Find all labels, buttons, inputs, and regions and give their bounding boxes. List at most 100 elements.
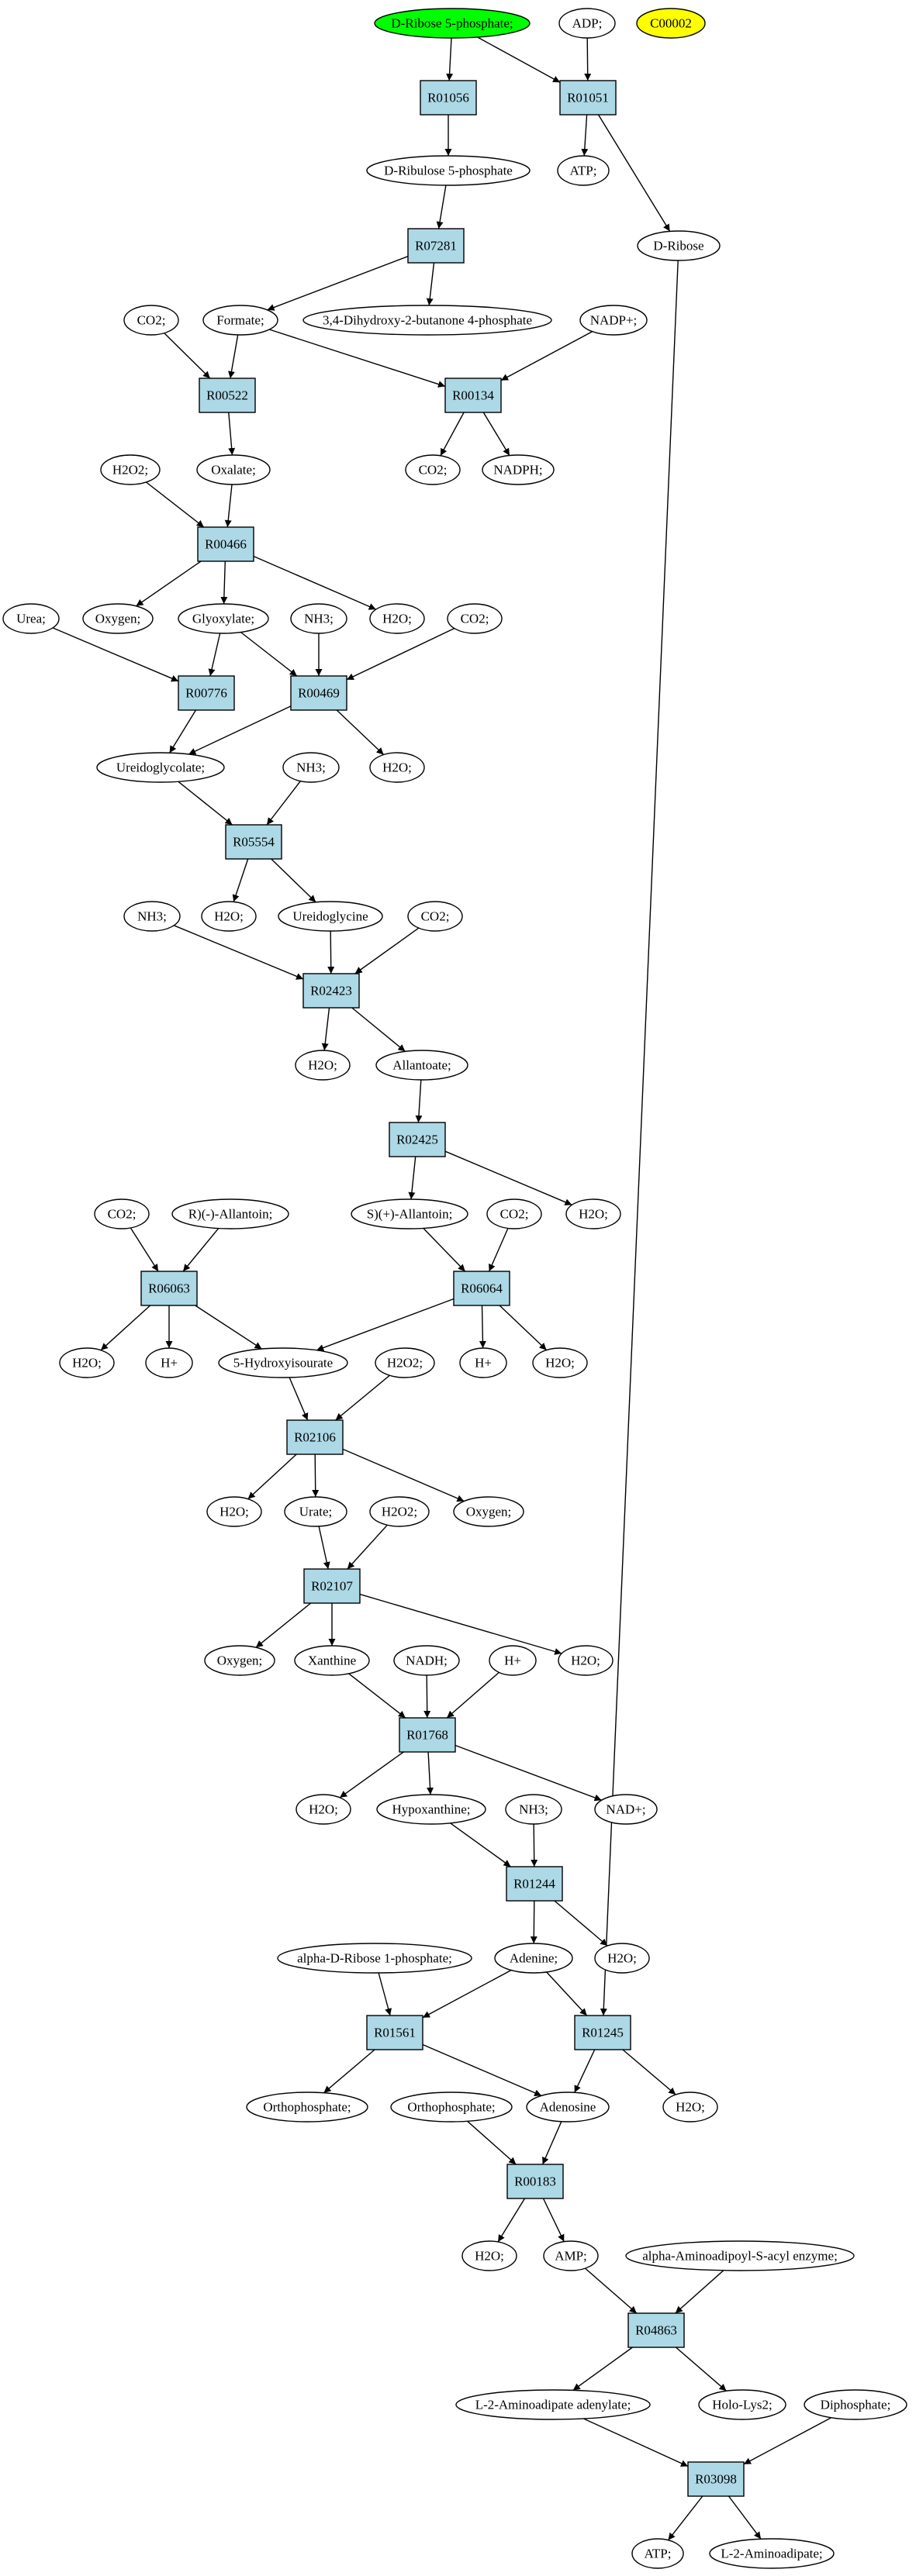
- compound-node-n_hydroxyisourate[interactable]: 5-Hydroxyisourate: [218, 1347, 348, 1378]
- compound-node-n_h2o2_a[interactable]: H2O2;: [100, 454, 161, 485]
- compound-ellipse: [637, 230, 721, 261]
- compound-node-n_ortho_a[interactable]: Orthophosphate;: [246, 2091, 368, 2123]
- compound-node-n_nadplus[interactable]: NAD+;: [594, 1794, 658, 1825]
- reaction-node-r_R01768[interactable]: R01768: [399, 1717, 456, 1753]
- compound-node-n_dribose[interactable]: D-Ribose: [637, 230, 721, 261]
- reaction-node-r_R01051[interactable]: R01051: [559, 80, 617, 116]
- compound-node-n_urea[interactable]: Urea;: [2, 603, 60, 634]
- node-label: R04863: [635, 2323, 677, 2338]
- node-label: ATP;: [645, 2547, 672, 2561]
- reaction-node-r_R00522[interactable]: R00522: [199, 378, 256, 413]
- compound-node-n_nh3_c[interactable]: NH3;: [123, 901, 181, 932]
- edge-n_h2o2_b-to-r_R02106: [335, 1374, 390, 1421]
- compound-node-n_h2o_g[interactable]: H2O;: [532, 1347, 588, 1378]
- compound-node-n_co2_a[interactable]: CO2;: [123, 305, 179, 336]
- compound-node-n_h2o_l[interactable]: H2O;: [662, 2091, 718, 2123]
- compound-ellipse: [96, 752, 225, 783]
- compound-node-n_co2_d[interactable]: CO2;: [407, 901, 463, 932]
- reaction-node-r_R00183[interactable]: R00183: [506, 2164, 564, 2199]
- compound-node-n_co2_e[interactable]: CO2;: [94, 1198, 150, 1229]
- reaction-node-r_R04863[interactable]: R04863: [627, 2312, 685, 2348]
- compound-node-n_h2o_b[interactable]: H2O;: [369, 752, 425, 783]
- reaction-node-r_R02107[interactable]: R02107: [303, 1568, 361, 1604]
- reaction-node-r_R01245[interactable]: R01245: [574, 2015, 631, 2050]
- edge-n_urea-to-r_R00776: [52, 627, 179, 682]
- compound-node-n_h2o_h[interactable]: H2O;: [206, 1496, 262, 1527]
- compound-node-n_oxygen_c[interactable]: Oxygen;: [204, 1645, 275, 1676]
- compound-node-n_l2aa_adenylate[interactable]: L-2-Aminoadipate adenylate;: [455, 2389, 651, 2420]
- reaction-node-r_R01244[interactable]: R01244: [506, 1866, 563, 1902]
- compound-node-n_nh3_b[interactable]: NH3;: [282, 752, 340, 783]
- compound-node-n_l2aa[interactable]: L-2-Aminoadipate;: [709, 2538, 835, 2569]
- compound-node-n_co2_f[interactable]: CO2;: [486, 1198, 542, 1229]
- reaction-node-r_R00134[interactable]: R00134: [444, 378, 502, 413]
- reaction-node-r_R01056[interactable]: R01056: [420, 80, 477, 116]
- compound-node-n_formate[interactable]: Formate;: [202, 305, 278, 336]
- compound-node-n_ribulose5p[interactable]: D-Ribulose 5-phosphate: [366, 155, 531, 186]
- compound-node-n_adenosine[interactable]: Adenosine: [526, 2091, 610, 2123]
- compound-node-n_h2o_i[interactable]: H2O;: [558, 1645, 614, 1676]
- compound-node-n_ribose5p[interactable]: D-Ribose 5-phosphate;: [374, 8, 531, 39]
- compound-node-n_adenine[interactable]: Adenine;: [494, 1943, 573, 1974]
- reaction-node-r_R02106[interactable]: R02106: [286, 1419, 344, 1455]
- compound-node-n_nh3_d[interactable]: NH3;: [505, 1794, 562, 1825]
- compound-node-n_hplus_b[interactable]: H+: [459, 1347, 507, 1378]
- compound-node-n_hololys2[interactable]: Holo-Lys2;: [698, 2389, 786, 2420]
- node-label: H2O;: [382, 760, 412, 775]
- compound-node-n_hplus_c[interactable]: H+: [489, 1645, 537, 1676]
- reaction-node-r_R06064[interactable]: R06064: [453, 1271, 510, 1306]
- compound-node-n_aaacyl[interactable]: alpha-Aminoadipoyl-S-acyl enzyme;: [625, 2240, 855, 2271]
- reaction-node-r_R00776[interactable]: R00776: [178, 675, 235, 711]
- compound-node-n_amp[interactable]: AMP;: [543, 2240, 599, 2271]
- compound-node-n_ureidoglycine[interactable]: Ureidoglycine: [278, 901, 383, 932]
- reaction-node-r_R02425[interactable]: R02425: [389, 1122, 446, 1157]
- compound-node-n_nadph[interactable]: NADPH;: [482, 454, 555, 485]
- compound-node-n_h2o_e[interactable]: H2O;: [565, 1198, 621, 1229]
- compound-node-n_h2o_f[interactable]: H2O;: [59, 1347, 115, 1378]
- compound-node-n_co2_b[interactable]: CO2;: [405, 454, 461, 485]
- compound-node-n_hypoxanthine[interactable]: Hypoxanthine;: [376, 1794, 486, 1825]
- compound-node-n_c00002[interactable]: C00002: [636, 8, 706, 39]
- compound-node-n_hplus_a[interactable]: H+: [145, 1347, 193, 1378]
- reaction-box: [199, 378, 256, 413]
- compound-node-n_ureidoglycolate[interactable]: Ureidoglycolate;: [96, 752, 225, 783]
- reaction-node-r_R07281[interactable]: R07281: [407, 228, 465, 264]
- compound-node-n_h2o_a[interactable]: H2O;: [369, 603, 425, 634]
- reaction-node-r_R00469[interactable]: R00469: [290, 675, 347, 711]
- compound-node-n_dihydroxy[interactable]: 3,4-Dihydroxy-2-butanone 4-phosphate: [302, 305, 552, 336]
- node-label: Allantoate;: [392, 1058, 451, 1073]
- compound-node-n_h2o_d[interactable]: H2O;: [295, 1050, 351, 1081]
- compound-node-n_nadh[interactable]: NADH;: [393, 1645, 460, 1676]
- reaction-node-r_R06063[interactable]: R06063: [140, 1271, 198, 1306]
- compound-node-n_h2o_c[interactable]: H2O;: [201, 901, 257, 932]
- compound-node-n_adp[interactable]: ADP;: [558, 8, 616, 39]
- compound-node-n_diphosphate[interactable]: Diphosphate;: [804, 2389, 907, 2420]
- compound-node-n_r_allantoin[interactable]: R)(-)-Allantoin;: [171, 1198, 289, 1229]
- compound-node-n_allantoate[interactable]: Allantoate;: [375, 1050, 468, 1081]
- compound-node-n_urate[interactable]: Urate;: [284, 1496, 347, 1527]
- reaction-node-r_R00466[interactable]: R00466: [197, 526, 254, 562]
- reaction-node-r_R03098[interactable]: R03098: [687, 2461, 745, 2497]
- reaction-node-r_R05554[interactable]: R05554: [225, 824, 282, 860]
- compound-node-n_ard1p[interactable]: alpha-D-Ribose 1-phosphate;: [277, 1943, 472, 1974]
- compound-node-n_oxalate[interactable]: Oxalate;: [196, 454, 271, 485]
- compound-node-n_atp2[interactable]: ATP;: [631, 2538, 684, 2569]
- compound-node-n_oxygen_b[interactable]: Oxygen;: [453, 1496, 524, 1527]
- compound-ellipse: [282, 752, 340, 783]
- compound-node-n_h2o2_c[interactable]: H2O2;: [369, 1496, 430, 1527]
- compound-node-n_h2o_k[interactable]: H2O;: [594, 1943, 650, 1974]
- compound-node-n_h2o_m[interactable]: H2O;: [461, 2240, 517, 2271]
- reaction-node-r_R02423[interactable]: R02423: [302, 973, 360, 1009]
- compound-node-n_atp1[interactable]: ATP;: [557, 155, 610, 186]
- compound-node-n_nadp[interactable]: NADP+;: [579, 305, 648, 336]
- compound-node-n_xanthine[interactable]: Xanthine: [294, 1645, 370, 1676]
- compound-node-n_co2_c[interactable]: CO2;: [447, 603, 503, 634]
- compound-node-n_s_allantoin[interactable]: S)(+)-Allantoin;: [351, 1198, 468, 1229]
- compound-node-n_ortho_b[interactable]: Orthophosphate;: [390, 2091, 513, 2123]
- reaction-node-r_R01561[interactable]: R01561: [366, 2015, 423, 2050]
- compound-node-n_nh3_a[interactable]: NH3;: [290, 603, 347, 634]
- compound-node-n_glyoxylate[interactable]: Glyoxylate;: [178, 603, 269, 634]
- compound-node-n_h2o_j[interactable]: H2O;: [296, 1794, 351, 1825]
- compound-node-n_h2o2_b[interactable]: H2O2;: [375, 1347, 435, 1378]
- compound-node-n_oxygen_a[interactable]: Oxygen;: [82, 603, 154, 634]
